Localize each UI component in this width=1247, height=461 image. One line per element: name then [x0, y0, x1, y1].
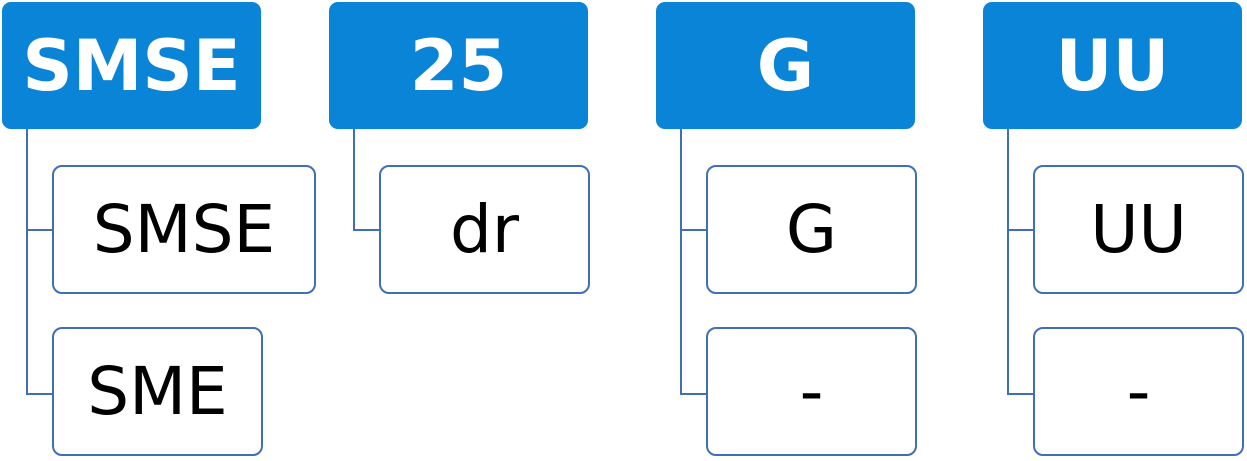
group-header-g: G: [656, 2, 915, 129]
connector-horizontal: [353, 229, 380, 231]
connector-horizontal: [26, 229, 53, 231]
group-child-smse: SMSE: [52, 165, 316, 294]
group-header-smse: SMSE: [2, 2, 261, 129]
connector-horizontal: [680, 229, 707, 231]
connector-horizontal: [1007, 229, 1034, 231]
connector-horizontal: [26, 393, 53, 395]
group-header-uu: UU: [983, 2, 1242, 129]
group-child-sme: SME: [52, 327, 263, 456]
group-child-dash: -: [706, 327, 917, 456]
connector-vertical: [26, 129, 28, 394]
connector-horizontal: [680, 393, 707, 395]
group-child-dr: dr: [379, 165, 590, 294]
group-child-dash: -: [1033, 327, 1244, 456]
group-child-uu: UU: [1033, 165, 1244, 294]
group-header-25: 25: [329, 2, 588, 129]
connector-vertical: [1007, 129, 1009, 394]
group-child-g: G: [706, 165, 917, 294]
connector-vertical: [680, 129, 682, 394]
connector-vertical: [353, 129, 355, 230]
connector-horizontal: [1007, 393, 1034, 395]
